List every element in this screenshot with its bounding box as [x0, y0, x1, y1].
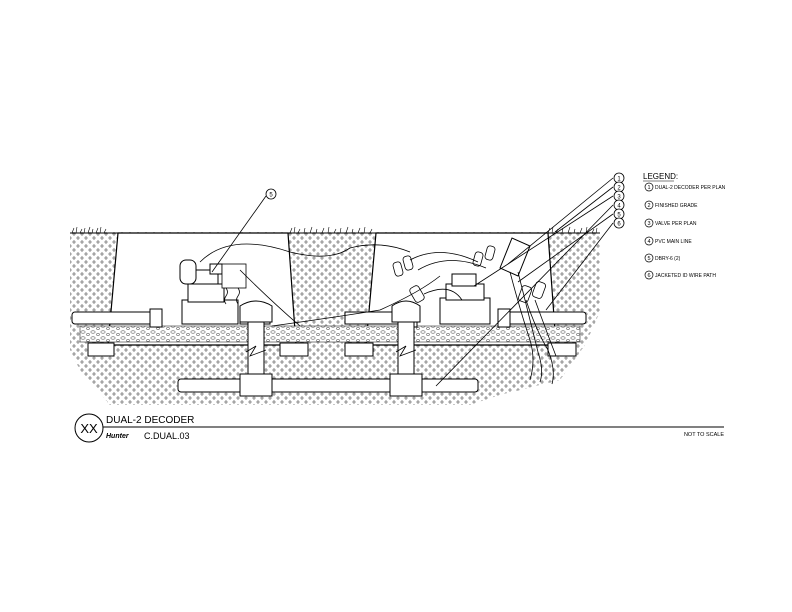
legend-item-text: PVC MAIN LINE — [655, 239, 692, 245]
brick-supports — [87, 342, 577, 357]
legend-item: 3 VALVE PER PLAN — [644, 218, 697, 228]
callout-bubble-left: 5 — [265, 188, 277, 200]
callout-number: 6 — [617, 222, 621, 228]
brand-logo: Hunter — [106, 433, 130, 440]
legend-item-text: JACKETED ID WIRE PATH — [655, 273, 716, 279]
legend-item: 6 JACKETED ID WIRE PATH — [644, 270, 716, 280]
legend: LEGEND: 1 DUAL-2 DECODER PER PLAN 2 FINI… — [643, 172, 726, 280]
wire-connectors — [392, 245, 546, 303]
grass-tufts — [71, 226, 598, 234]
legend-item-text: FINISHED GRADE — [655, 203, 698, 209]
riser-break-marks — [245, 345, 417, 357]
detail-number: XX — [80, 421, 98, 436]
callout-number: 5 — [617, 213, 621, 219]
legend-item-num: 3 — [647, 221, 650, 227]
callout-number: 4 — [617, 204, 621, 210]
legend-item-num: 6 — [647, 273, 650, 279]
legend-item: 2 FINISHED GRADE — [644, 200, 698, 210]
callout-number: 5 — [269, 193, 273, 199]
legend-item-num: 5 — [647, 256, 650, 262]
legend-item-num: 2 — [647, 203, 650, 209]
legend-heading: LEGEND: — [643, 172, 678, 181]
gravel-bed — [79, 325, 581, 343]
legend-item-text: DUAL-2 DECODER PER PLAN — [655, 185, 726, 191]
legend-item-text: DBRY-6 (2) — [655, 256, 681, 262]
callout-bubble-1: 1 — [613, 172, 625, 184]
legend-item: 5 DBRY-6 (2) — [644, 253, 681, 263]
callout-bubble-4: 4 — [613, 199, 625, 211]
callout-number: 2 — [617, 186, 621, 192]
riser-pipes — [239, 300, 421, 391]
title-block: XX DUAL-2 DECODER Hunter C.DUAL.03 NOT T… — [74, 413, 724, 443]
callout-leaders — [211, 177, 614, 387]
legend-item-num: 4 — [647, 239, 650, 245]
callout-bubble-3: 3 — [613, 190, 625, 202]
callout-number: 1 — [617, 177, 621, 183]
detail-number-bubble — [74, 413, 104, 443]
valve-left — [179, 259, 239, 325]
callout-bubble-6: 6 — [613, 217, 625, 229]
scale-note: NOT TO SCALE — [684, 432, 724, 438]
legend-item: 1 DUAL-2 DECODER PER PLAN — [644, 182, 726, 192]
callout-bubble-5: 5 — [613, 208, 625, 220]
decoder-left — [221, 263, 247, 305]
valve-right — [439, 273, 491, 325]
callout-number: 3 — [617, 195, 621, 201]
pvc-main-line — [177, 373, 479, 397]
legend-item-text: VALVE PER PLAN — [655, 221, 697, 227]
detail-code: C.DUAL.03 — [144, 431, 190, 441]
legend-item-num: 1 — [647, 185, 650, 191]
callout-bubble-2: 2 — [613, 181, 625, 193]
detail-title: DUAL-2 DECODER — [106, 415, 194, 426]
legend-item: 4 PVC MAIN LINE — [644, 236, 692, 246]
